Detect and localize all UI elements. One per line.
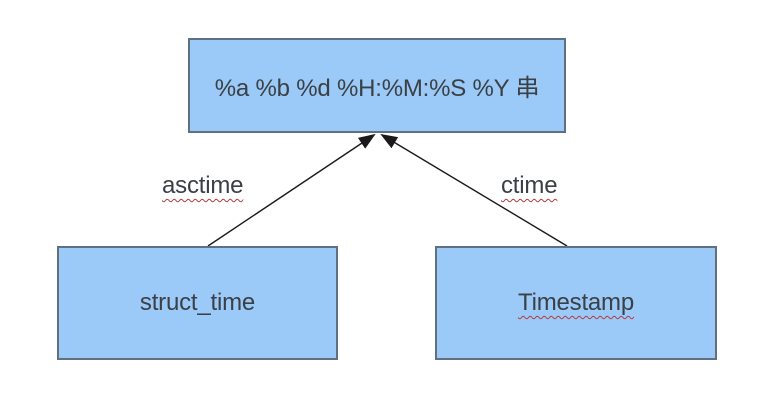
node-format-string-label: %a %b %d %H:%M:%S %Y 串 <box>214 75 540 102</box>
edge-line-ctime[interactable] <box>380 133 568 247</box>
edge-label-asctime[interactable]: asctime <box>162 172 244 199</box>
node-timestamp-label: Timestamp <box>518 289 634 316</box>
node-timestamp[interactable]: Timestamp <box>435 246 717 360</box>
node-struct-time-label: struct_time <box>139 289 256 316</box>
edge-label-ctime[interactable]: ctime <box>501 172 558 199</box>
node-format-string[interactable]: %a %b %d %H:%M:%S %Y 串 <box>188 38 566 133</box>
node-struct-time[interactable]: struct_time <box>57 246 338 360</box>
edge-line-asctime[interactable] <box>207 133 376 247</box>
